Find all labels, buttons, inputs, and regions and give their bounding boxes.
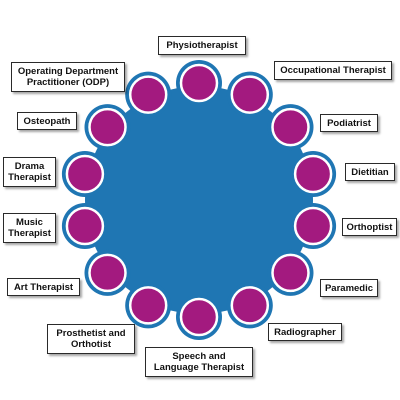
node-physiotherapist — [179, 63, 219, 103]
label-music-therapist: Music Therapist — [3, 213, 56, 243]
node-drama-therapist — [65, 154, 105, 194]
node-dietitian — [293, 154, 333, 194]
node-podiatrist — [271, 107, 310, 147]
label-speech-and-language-therapist: Speech and Language Therapist — [145, 347, 253, 377]
node-radiographer — [230, 286, 270, 325]
label-drama-therapist: Drama Therapist — [3, 157, 56, 187]
center-hub — [85, 86, 313, 314]
label-orthoptist: Orthoptist — [342, 218, 397, 236]
label-occupational-therapist: Occupational Therapist — [274, 61, 392, 80]
node-speech-and-language-therapist — [179, 297, 219, 337]
node-music-therapist — [65, 206, 105, 246]
label-prosthetist-and-orthotist: Prosthetist and Orthotist — [47, 324, 135, 354]
node-prosthetist-and-orthotist — [128, 286, 168, 325]
label-paramedic: Paramedic — [320, 279, 378, 297]
label-art-therapist: Art Therapist — [7, 278, 80, 296]
node-operating-department-practitioner — [128, 75, 168, 114]
label-podiatrist: Podiatrist — [320, 114, 378, 132]
label-operating-department-practitioner: Operating Department Practitioner (ODP) — [11, 62, 125, 92]
node-osteopath — [88, 107, 127, 147]
label-dietitian: Dietitian — [345, 163, 395, 181]
node-orthoptist — [293, 206, 333, 246]
label-physiotherapist: Physiotherapist — [158, 36, 246, 55]
label-radiographer: Radiographer — [268, 323, 342, 341]
label-osteopath: Osteopath — [17, 112, 77, 130]
node-occupational-therapist — [230, 75, 270, 114]
node-art-therapist — [88, 253, 127, 293]
node-paramedic — [271, 253, 310, 293]
